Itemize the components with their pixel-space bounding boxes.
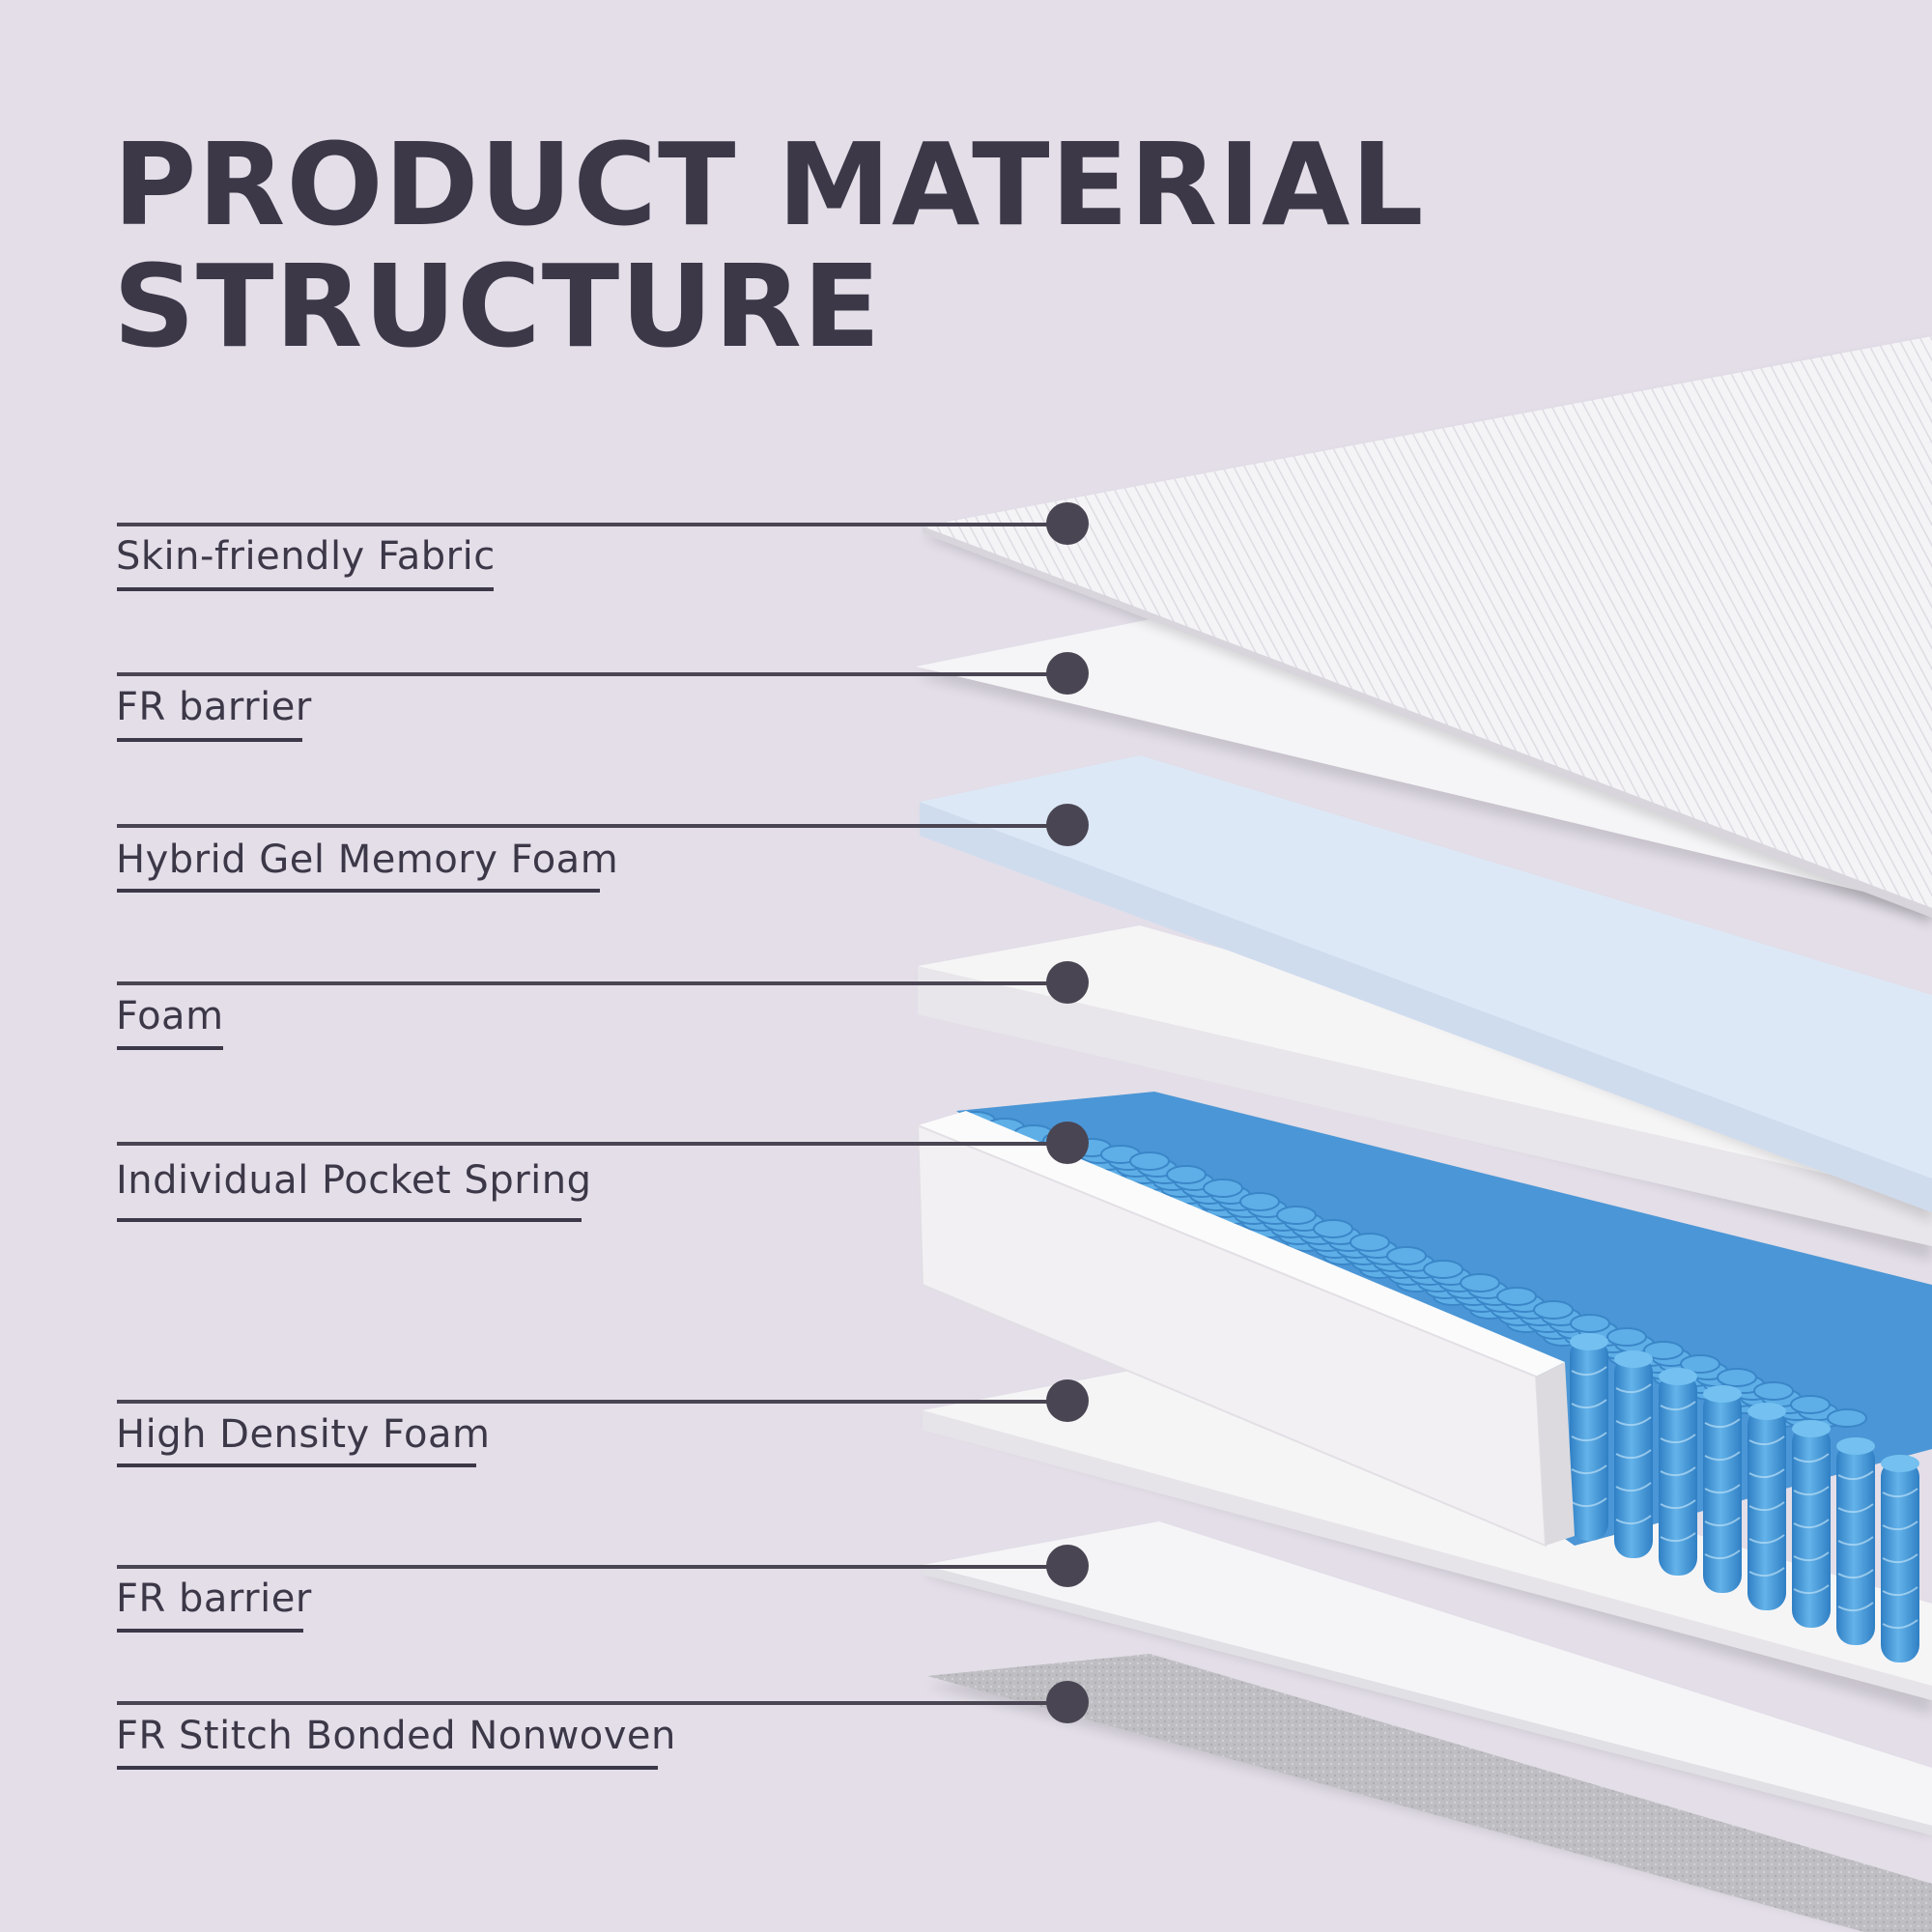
leader-line xyxy=(117,824,1068,828)
spring-coil-icon xyxy=(1747,1403,1786,1610)
leader-line xyxy=(117,1565,1068,1569)
callout-dot xyxy=(1046,1681,1089,1723)
layer-label-hybrid-gel-memory-foam: Hybrid Gel Memory Foam xyxy=(116,838,619,882)
spring-top-icon xyxy=(1827,1408,1867,1428)
label-underline xyxy=(117,587,494,591)
page-title: PRODUCT MATERIAL STRUCTURE xyxy=(113,124,1425,367)
spring-top-icon xyxy=(1313,1219,1353,1238)
spring-coil-icon xyxy=(1659,1368,1697,1576)
spring-coil-icon xyxy=(1614,1350,1653,1558)
label-underline xyxy=(117,1218,582,1222)
callout-dot xyxy=(1046,961,1089,1004)
spring-top-icon xyxy=(1496,1287,1537,1306)
spring-columns xyxy=(1570,1333,1919,1662)
spring-coil-icon xyxy=(1703,1385,1742,1593)
layer-label-fr-stitch-bonded-nonwoven: FR Stitch Bonded Nonwoven xyxy=(116,1714,676,1758)
layer-label-individual-pocket-spring: Individual Pocket Spring xyxy=(116,1158,592,1203)
leader-line xyxy=(117,981,1068,985)
top-fr-barrier-layer xyxy=(916,613,1932,918)
callout-dot xyxy=(1046,652,1089,695)
spring-top-icon xyxy=(1166,1165,1207,1184)
layer-label-skin-friendly-fabric: Skin-friendly Fabric xyxy=(116,534,496,579)
leader-line xyxy=(117,1142,1068,1146)
spring-top-icon xyxy=(1203,1179,1243,1198)
title-line-2: STRUCTURE xyxy=(113,240,882,373)
spring-top-icon xyxy=(1423,1260,1463,1279)
spring-top-icon xyxy=(1680,1354,1720,1374)
spring-top-icon xyxy=(1570,1314,1610,1333)
callout-dot xyxy=(1046,502,1089,545)
spring-top-icon xyxy=(1276,1206,1317,1225)
label-underline xyxy=(117,889,600,893)
spring-top-icon xyxy=(1239,1192,1280,1211)
spring-top-icon xyxy=(1386,1246,1427,1265)
label-underline xyxy=(117,1629,303,1633)
high-density-foam-layer xyxy=(923,1370,1932,1715)
callout-dot xyxy=(1046,1122,1089,1164)
spring-top-icon xyxy=(1753,1381,1794,1401)
fabric-layer xyxy=(923,336,1932,925)
spring-top-icon xyxy=(1717,1368,1757,1387)
label-underline xyxy=(117,1463,476,1467)
layer-label-fr-barrier-bottom: FR barrier xyxy=(116,1577,312,1621)
spring-coil-icon xyxy=(1836,1437,1875,1645)
nonwoven-layer xyxy=(927,1654,1932,1932)
label-underline xyxy=(117,1766,658,1770)
spring-coil-icon xyxy=(1792,1420,1831,1628)
spring-top-icon xyxy=(1533,1300,1574,1320)
spring-coil-icon xyxy=(1570,1333,1608,1541)
spring-top-icon xyxy=(1129,1151,1170,1171)
layer-label-foam: Foam xyxy=(116,994,224,1038)
spring-top-icon xyxy=(1460,1273,1500,1293)
gel-memory-foam-layer xyxy=(920,755,1932,1222)
spring-top-icon xyxy=(1350,1233,1390,1252)
spring-top-icon xyxy=(1790,1395,1831,1414)
leader-line xyxy=(117,523,1068,526)
callout-dot xyxy=(1046,1545,1089,1587)
leader-line xyxy=(117,1701,1068,1705)
title-line-1: PRODUCT MATERIAL xyxy=(113,118,1425,251)
callout-dot xyxy=(1046,1379,1089,1422)
spring-coil-icon xyxy=(1881,1455,1919,1662)
callout-dot xyxy=(1046,804,1089,846)
label-underline xyxy=(117,1046,223,1050)
bottom-fr-barrier-layer xyxy=(923,1521,1932,1835)
spring-top-icon xyxy=(1643,1341,1684,1360)
leader-line xyxy=(117,1400,1068,1404)
pocket-spring-layer xyxy=(916,1092,1932,1662)
layer-label-high-density-foam: High Density Foam xyxy=(116,1412,491,1457)
label-underline xyxy=(117,738,302,742)
leader-line xyxy=(117,672,1068,676)
layer-label-fr-barrier-top: FR barrier xyxy=(116,685,312,729)
foam-layer xyxy=(918,925,1932,1261)
spring-top-icon xyxy=(1606,1327,1647,1347)
